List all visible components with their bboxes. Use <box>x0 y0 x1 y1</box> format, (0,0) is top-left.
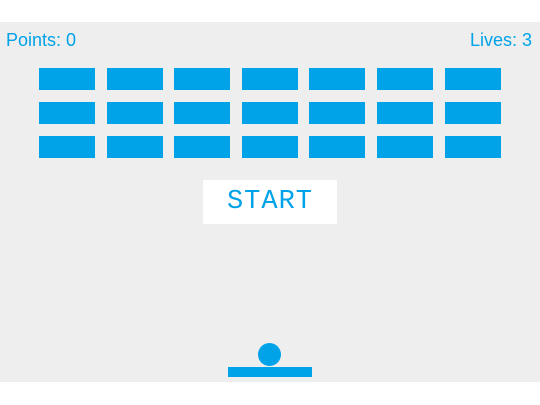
brick <box>444 136 501 158</box>
ball <box>258 343 281 366</box>
points-display: Points: 0 <box>6 30 77 50</box>
brick <box>174 68 231 90</box>
game-area[interactable]: Points: 0 Lives: 3 START <box>0 22 540 382</box>
brick <box>376 136 433 158</box>
brick <box>241 136 298 158</box>
brick <box>444 102 501 124</box>
brick <box>106 102 163 124</box>
brick <box>106 68 163 90</box>
brick <box>309 102 366 124</box>
brick <box>39 136 95 158</box>
brick <box>106 136 163 158</box>
lives-display: Lives: 3 <box>469 30 532 50</box>
brick-grid <box>39 68 501 158</box>
brick <box>444 68 501 90</box>
start-button[interactable]: START <box>203 180 337 224</box>
brick <box>309 136 366 158</box>
brick <box>39 102 95 124</box>
brick <box>309 68 366 90</box>
brick <box>376 102 433 124</box>
brick <box>39 68 95 90</box>
brick <box>241 68 298 90</box>
brick <box>241 102 298 124</box>
brick <box>174 136 231 158</box>
paddle[interactable] <box>228 367 312 377</box>
brick <box>174 102 231 124</box>
brick <box>376 68 433 90</box>
